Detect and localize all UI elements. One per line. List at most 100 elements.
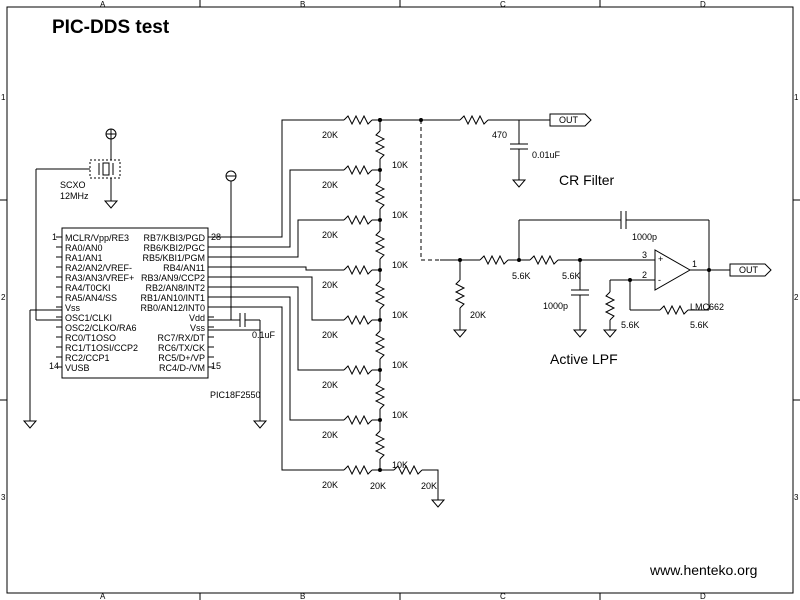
ladder-r-resistor <box>374 230 386 260</box>
lpf-gain-ground-resistor <box>604 291 616 321</box>
mcu-right-pin-label: RC6/TX/CK <box>158 343 205 353</box>
mcu-left-pin-label: VUSB <box>65 363 90 373</box>
active-lpf: 20K 5.6K 5.6K 1000p 1000p + - 3 2 1 LMC6… <box>440 211 772 367</box>
drawing-frame <box>6 6 794 594</box>
cr-filter-out-port <box>549 113 592 127</box>
ladder-bottom-r-value: 20K <box>370 481 386 491</box>
lpf-mid-resistor <box>529 254 559 266</box>
lpf-opamp-plus-sign: + <box>658 254 663 264</box>
mcu-pin1-number: 1 <box>52 232 57 242</box>
r2r-ladder: 20K 10K 20K 10K 20K 10K 20K 10K 20K 10K 20K 10K 20K 1… <box>214 114 446 508</box>
ladder-r-resistor <box>374 280 386 310</box>
lpf-mid-r-value: 5.6K <box>562 271 581 281</box>
ladder-r-resistor <box>374 180 386 210</box>
lpf-input-r-value: 5.6K <box>512 271 531 281</box>
frame-row-2: 2 <box>1 293 6 302</box>
ladder-r-value: 10K <box>392 160 408 170</box>
ladder-2r-value: 20K <box>322 280 338 290</box>
lpf-opamp-pin1: 1 <box>692 259 697 269</box>
ladder-termination-resistor <box>393 464 423 476</box>
mcu-left-pin-label: RA4/T0CKI <box>65 283 111 293</box>
frame-col-d-bottom: D <box>700 592 706 600</box>
ladder-2r-value: 20K <box>322 130 338 140</box>
mcu-right-pin-label: RC7/RX/DT <box>157 333 205 343</box>
ladder-2r-resistor <box>343 264 373 276</box>
jumper-dashed-link <box>420 120 440 261</box>
mcu-pin14-number: 14 <box>49 361 59 371</box>
mcu-pin15-number: 15 <box>211 361 221 371</box>
ladder-2r-value: 20K <box>322 380 338 390</box>
ladder-r-value: 10K <box>392 310 408 320</box>
lpf-gain-ground-r-value: 5.6K <box>621 320 640 330</box>
ground-symbol-lpf-gain <box>602 329 618 338</box>
frame-col-a: A <box>100 0 106 9</box>
frame-row-3: 3 <box>1 493 6 502</box>
ladder-2r-resistor <box>343 314 373 326</box>
mcu-right-pin-label: RB6/KBI2/PGC <box>143 243 205 253</box>
lpf-opamp <box>654 249 692 291</box>
ground-symbol-lpf-cap <box>572 329 588 338</box>
ladder-2r-resistor <box>343 364 373 376</box>
lpf-gain-feedback-resistor <box>659 304 689 316</box>
ladder-2r-resistor <box>343 164 373 176</box>
frame-col-c: C <box>500 0 506 9</box>
ground-symbol-mcu-left <box>22 420 38 429</box>
junction-dot <box>378 118 382 122</box>
mcu-left-pin-label: OSC1/CLKI <box>65 313 112 323</box>
crystal-scxo: SCXO 12MHz <box>35 128 121 321</box>
mcu-left-pin-label: RA2/AN2/VREF- <box>65 263 132 273</box>
cr-filter-out-label: OUT <box>559 115 579 125</box>
ground-symbol-ladder <box>430 499 446 508</box>
ladder-r-value: 10K <box>392 260 408 270</box>
frame-col-b: B <box>300 0 305 9</box>
cr-filter-r-value: 470 <box>492 130 507 140</box>
mcu-right-pin-label: RC4/D-/VM <box>159 363 205 373</box>
ground-symbol-cr-filter <box>511 179 527 188</box>
mcu-right-pin-label: RB4/AN11 <box>163 263 205 273</box>
ground-symbol-lpf-input <box>452 329 468 338</box>
mcu-right-pin-label: RB7/KBI3/PGD <box>143 233 205 243</box>
lpf-opamp-pin3: 3 <box>642 250 647 260</box>
ladder-r-resistor <box>374 130 386 160</box>
mcu-left-pin-label: RA0/AN0 <box>65 243 103 253</box>
lpf-input-resistor <box>479 254 509 266</box>
ladder-2r-resistor <box>343 114 373 126</box>
crystal-name: SCXO <box>60 180 86 190</box>
frame-row-3-right: 3 <box>794 493 799 502</box>
junction-dot <box>707 268 711 272</box>
crystal-frequency: 12MHz <box>60 191 89 201</box>
ladder-r-value: 10K <box>392 210 408 220</box>
frame-row-2-right: 2 <box>794 293 799 302</box>
frame-col-a-bottom: A <box>100 592 106 600</box>
ladder-2r-value: 20K <box>322 330 338 340</box>
ladder-2r-value: 20K <box>322 480 338 490</box>
frame-col-c-bottom: C <box>500 592 506 600</box>
ladder-r-resistor <box>374 330 386 360</box>
schematic-title: PIC-DDS test <box>52 17 170 38</box>
ground-symbol-mcu-right <box>252 420 268 429</box>
lpf-load-resistor <box>454 279 466 309</box>
ladder-r-value: 10K <box>392 410 408 420</box>
lpf-opamp-minus-sign: - <box>658 275 661 285</box>
ladder-2r-resistor <box>343 464 373 476</box>
mcu-part-name: PIC18F2550 <box>210 390 261 400</box>
mcu-left-pin-label: RC1/T1OSI/CCP2 <box>65 343 138 353</box>
mcu-right-pin-label: Vss <box>190 323 206 333</box>
cr-filter-resistor <box>459 114 489 126</box>
lpf-opamp-pin2: 2 <box>642 270 647 280</box>
lpf-out-label: OUT <box>739 265 759 275</box>
active-lpf-label: Active LPF <box>550 351 618 367</box>
mcu-right-pin-label: RC5/D+/VP <box>158 353 205 363</box>
mcu-right-pin-label: Vdd <box>189 313 205 323</box>
mcu-left-pin-label: RC0/T1OSO <box>65 333 116 343</box>
ladder-r-value: 10K <box>392 360 408 370</box>
mcu-left-pin-label: OSC2/CLKO/RA6 <box>65 323 137 333</box>
cr-filter: 470 0.01uF OUT CR Filter <box>378 113 615 188</box>
ladder-2r-value: 20K <box>322 430 338 440</box>
mcu-right-pin-label: RB0/AN12/INT0 <box>140 303 205 313</box>
mcu-left-pin-label: RA5/AN4/SS <box>65 293 117 303</box>
lpf-ground-cap-value: 1000p <box>543 301 568 311</box>
frame-col-b-bottom: B <box>300 592 305 600</box>
mcu-left-pin-label: RC2/CCP1 <box>65 353 110 363</box>
